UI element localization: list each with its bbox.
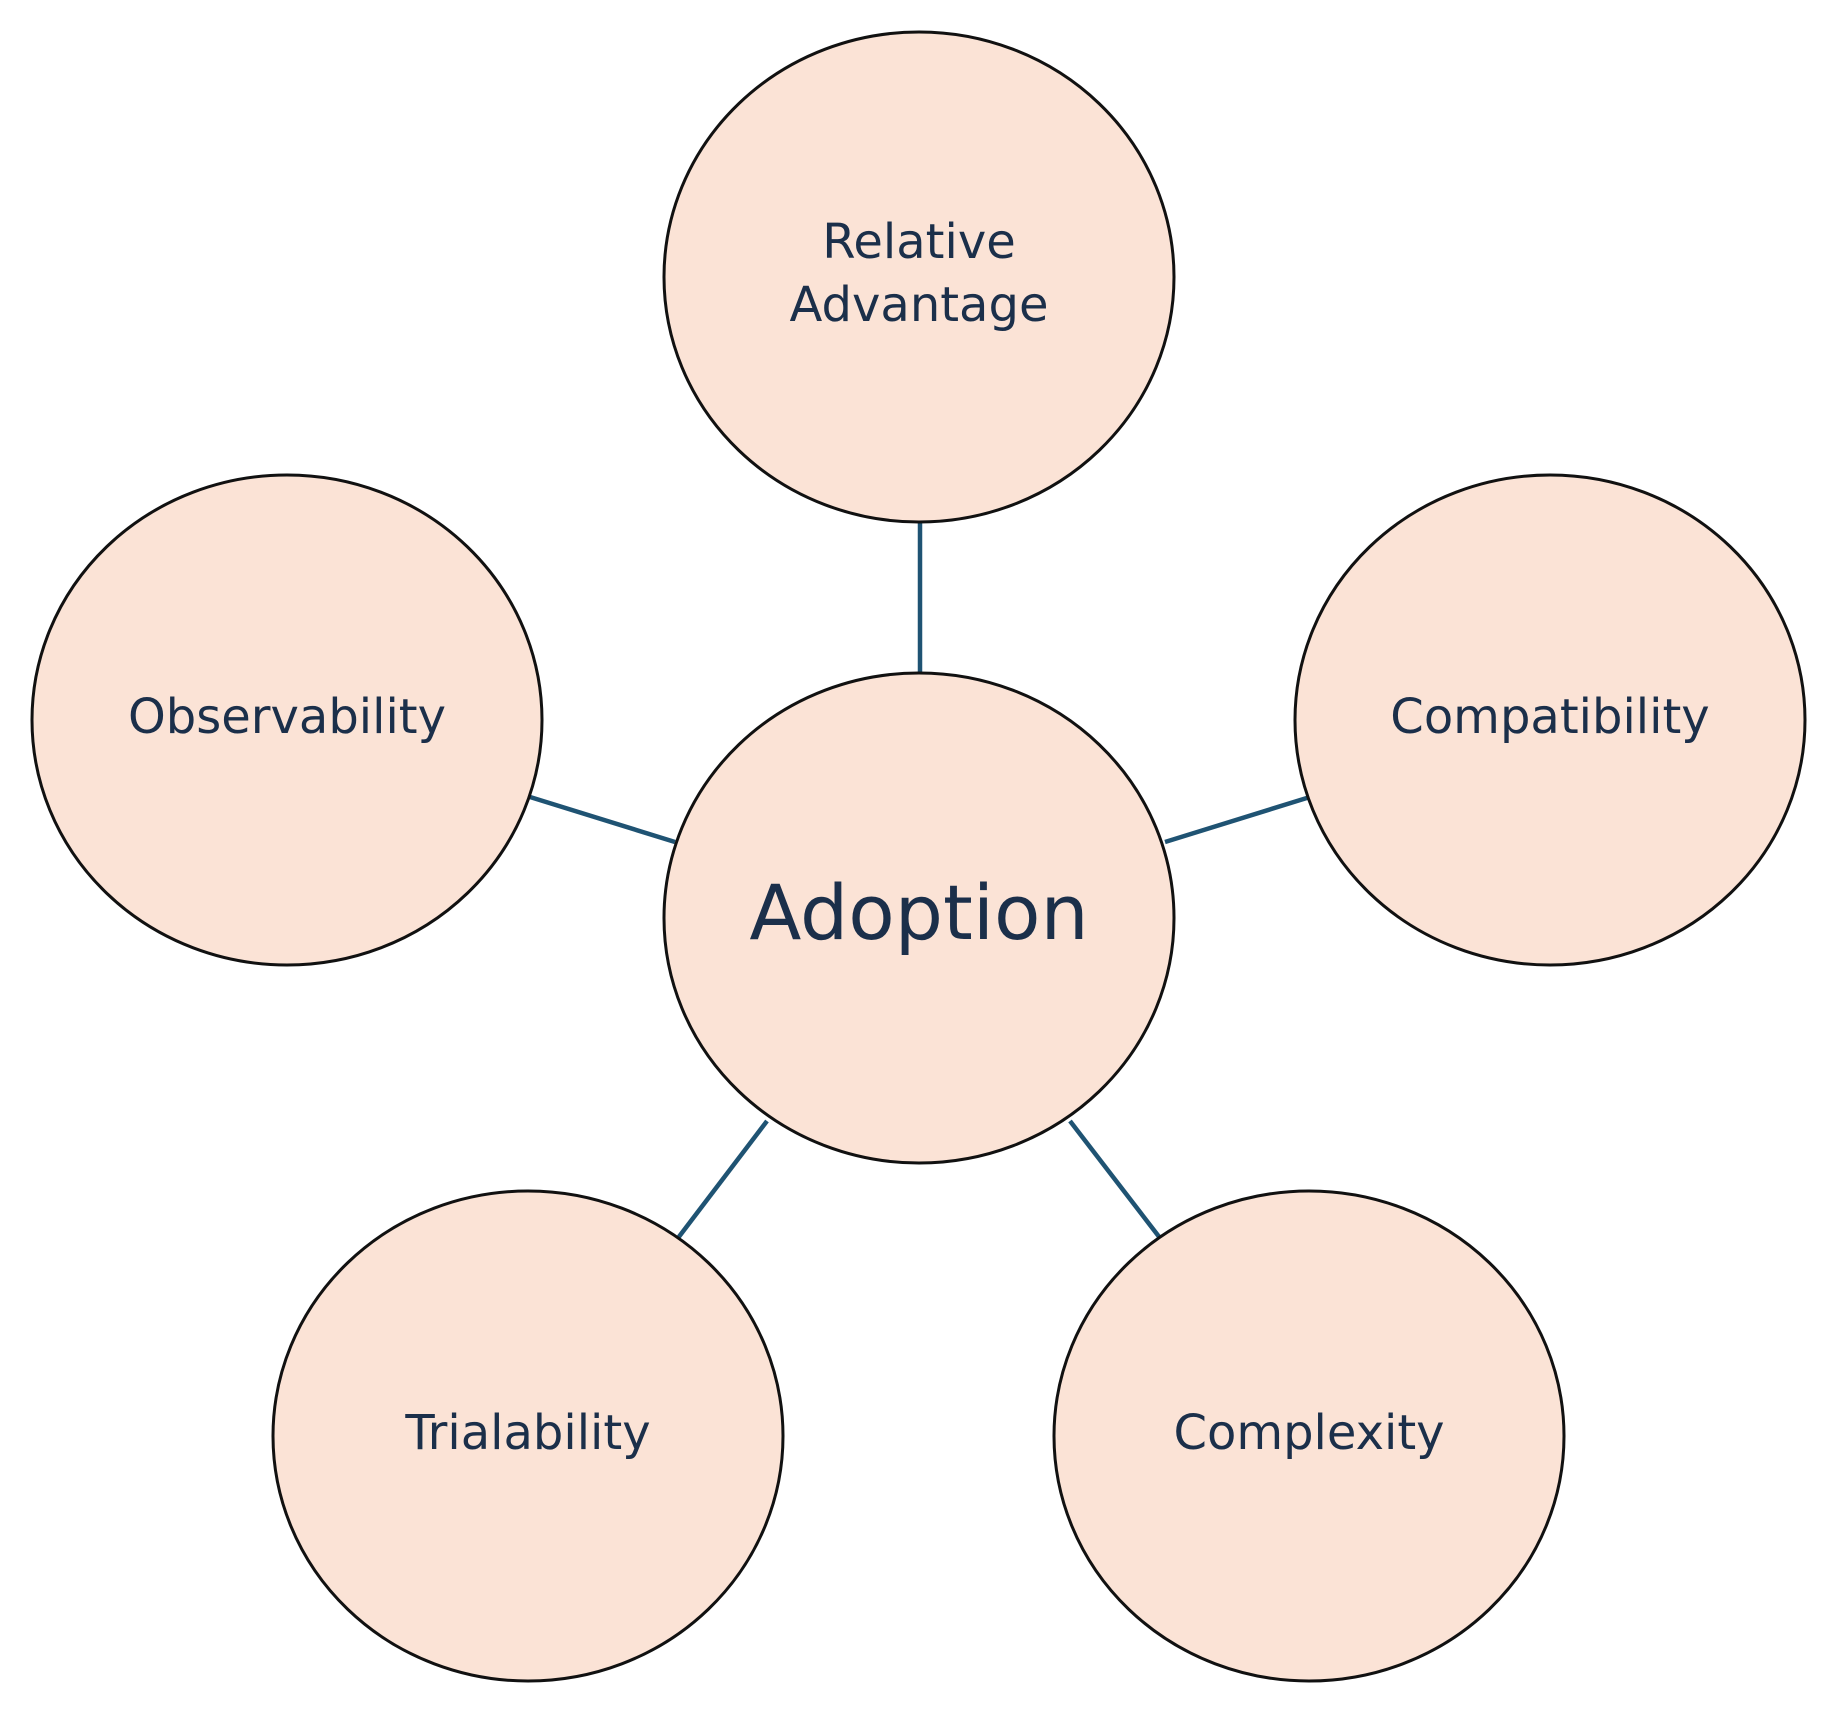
node-adoption: Adoption bbox=[662, 671, 1176, 1165]
connector-observability bbox=[529, 794, 676, 845]
node-compatibility: Compatibility bbox=[1293, 473, 1807, 967]
node-trialability: Trialability bbox=[271, 1189, 785, 1683]
node-relative-advantage: Relative Advantage bbox=[662, 30, 1176, 524]
node-label: Advantage bbox=[790, 277, 1049, 333]
connectors bbox=[529, 522, 1311, 1240]
node-label: Compatibility bbox=[1390, 689, 1709, 745]
connector-compatibility bbox=[1164, 794, 1311, 845]
node-label: Complexity bbox=[1173, 1405, 1444, 1461]
connector-complexity bbox=[1068, 1119, 1162, 1240]
center-label: Adoption bbox=[749, 868, 1088, 957]
node-label: Observability bbox=[128, 689, 446, 745]
node-observability: Observability bbox=[30, 473, 544, 967]
node-label: Trialability bbox=[404, 1405, 650, 1461]
node-complexity: Complexity bbox=[1052, 1189, 1566, 1683]
connector-trialability bbox=[676, 1119, 769, 1240]
node-label: Relative bbox=[822, 214, 1016, 270]
